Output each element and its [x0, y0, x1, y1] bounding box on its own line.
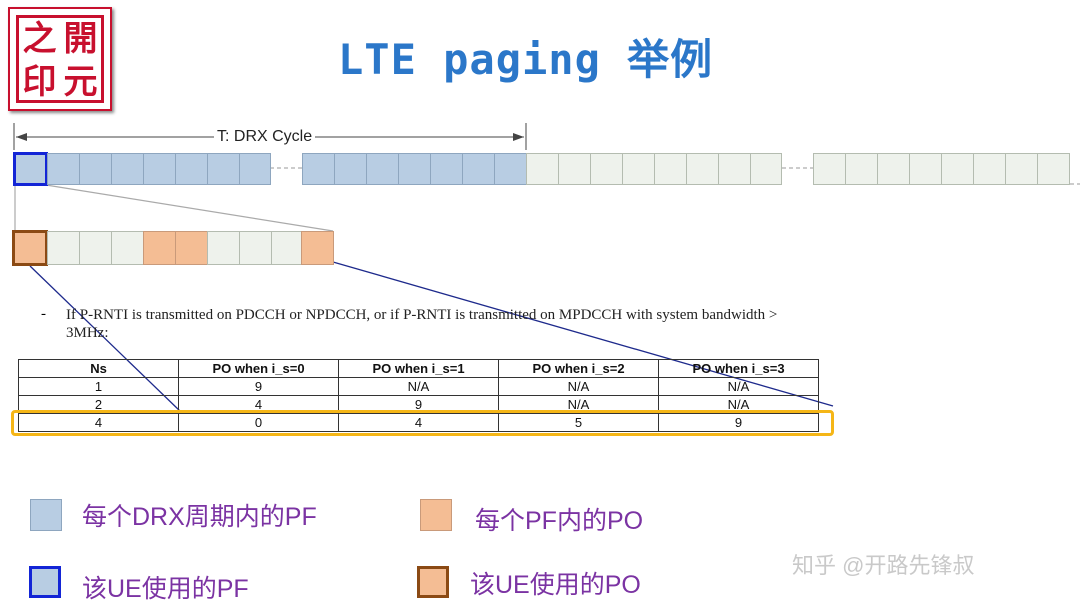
drx-arrow-left [16, 133, 27, 141]
subframe [111, 231, 144, 265]
drx-cycle-label: T: DRX Cycle [214, 128, 316, 146]
column-header: PO when i_s=2 [498, 359, 659, 378]
table-cell: 4 [338, 413, 499, 432]
table-cell: 1 [18, 377, 179, 396]
po-subframe [175, 231, 208, 265]
table-cell: N/A [658, 377, 819, 396]
subframe [271, 231, 302, 265]
logo-char: 印 [22, 62, 57, 102]
note-text: If P-RNTI is transmitted on PDCCH or NPD… [66, 307, 778, 341]
po-table: Ns PO when i_s=0 PO when i_s=1 PO when i… [18, 359, 819, 432]
pf-frame [207, 153, 240, 185]
pf-frame [47, 153, 80, 185]
frame [750, 153, 782, 185]
column-header: PO when i_s=1 [338, 359, 499, 378]
frame [558, 153, 591, 185]
table-row: 1 9 N/A N/A N/A [18, 377, 819, 396]
po-subframe [143, 231, 176, 265]
pf-frame [462, 153, 495, 185]
subframe [207, 231, 240, 265]
legend-label-po: 每个PF内的PO [475, 507, 644, 535]
frame [718, 153, 751, 185]
logo-frame: 之 開 印 元 [16, 15, 104, 103]
frame [686, 153, 719, 185]
table-cell: 9 [658, 413, 819, 432]
subframe [47, 231, 80, 265]
selected-po-subframe [12, 230, 48, 266]
pf-frame [494, 153, 527, 185]
row-highlight [11, 410, 834, 436]
pf-frame [302, 153, 335, 185]
frame [813, 153, 846, 185]
watermark: 知乎 @开路先锋叔 [792, 553, 975, 578]
pf-frame [79, 153, 112, 185]
logo-char: 元 [63, 62, 98, 102]
legend-swatch-selected-pf [29, 566, 61, 598]
frame [845, 153, 878, 185]
frame [590, 153, 623, 185]
po-subframe [301, 231, 334, 265]
pf-frame [143, 153, 176, 185]
table-cell: 9 [178, 377, 339, 396]
drx-arrow-right [513, 133, 524, 141]
column-header: PO when i_s=3 [658, 359, 819, 378]
table-cell: N/A [338, 377, 499, 396]
subframe [239, 231, 272, 265]
pf-frame [175, 153, 208, 185]
logo-char: 開 [63, 19, 98, 59]
pf-frame [334, 153, 367, 185]
logo: 之 開 印 元 [8, 7, 112, 111]
frame [1037, 153, 1070, 185]
legend-swatch-po [420, 499, 452, 531]
page-title: LTE paging 举例 [338, 35, 714, 84]
frame [973, 153, 1006, 185]
column-header: Ns [18, 359, 179, 378]
table-row: 2 4 9 N/A N/A [18, 395, 819, 414]
legend-swatch-selected-po [417, 566, 449, 598]
pf-frame [398, 153, 431, 185]
frame [941, 153, 974, 185]
selected-pf-frame [13, 152, 48, 186]
pf-frame [366, 153, 399, 185]
frame [909, 153, 942, 185]
legend-label-selected-pf: 该UE使用的PF [82, 575, 249, 603]
table-row: 4 0 4 5 9 [18, 413, 819, 432]
frame [654, 153, 687, 185]
frame [877, 153, 910, 185]
logo-char: 之 [22, 19, 57, 59]
table-cell: N/A [498, 377, 659, 396]
legend-swatch-pf [30, 499, 62, 531]
frame [1005, 153, 1038, 185]
note-bullet: - [41, 306, 46, 322]
column-header: PO when i_s=0 [178, 359, 339, 378]
legend-label-pf: 每个DRX周期内的PF [82, 503, 317, 531]
pf-frame [430, 153, 463, 185]
pf-frame [111, 153, 144, 185]
subframe [79, 231, 112, 265]
table-header-row: Ns PO when i_s=0 PO when i_s=1 PO when i… [18, 359, 819, 378]
frame [526, 153, 559, 185]
pf-frame [239, 153, 271, 185]
frame [622, 153, 655, 185]
zoom-line-right [45, 184, 334, 232]
legend-label-selected-po: 该UE使用的PO [470, 571, 641, 599]
